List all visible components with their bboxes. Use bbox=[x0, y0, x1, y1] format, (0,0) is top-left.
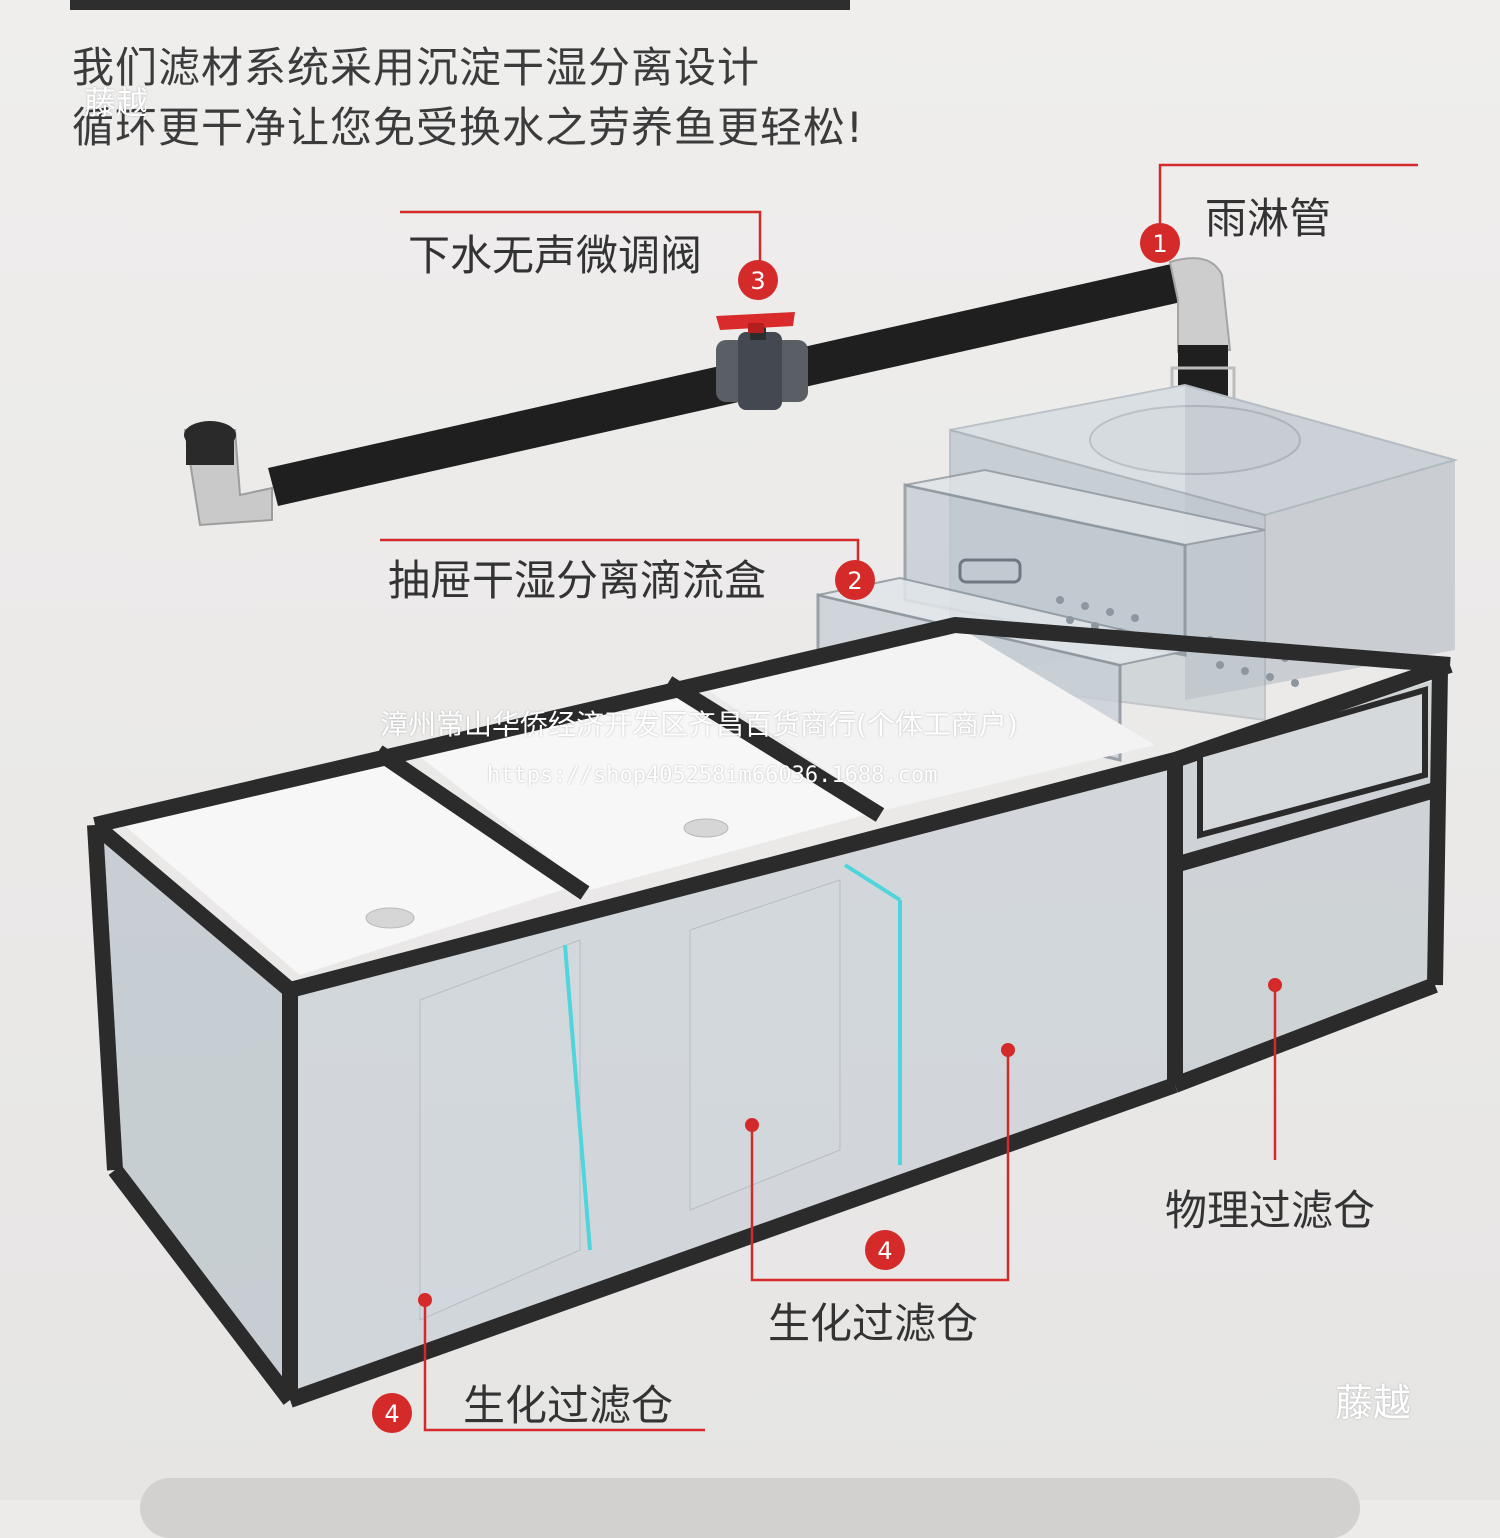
badge-1-number: 1 bbox=[1152, 230, 1167, 258]
badge-4-left-number: 4 bbox=[384, 1400, 399, 1428]
callout-dots bbox=[418, 978, 1282, 1307]
badge-4-middle: 4 bbox=[865, 1230, 905, 1270]
badge-2: 2 bbox=[835, 560, 875, 600]
valve bbox=[716, 312, 808, 410]
label-physical-filter: 物理过滤仓 bbox=[1165, 1186, 1376, 1235]
callout-lines bbox=[380, 163, 1418, 1432]
brand-watermark-bottom: 藤越 bbox=[1335, 1381, 1412, 1425]
sump-tank bbox=[87, 617, 1453, 1408]
label-silent-valve: 下水无声微调阀 bbox=[408, 231, 703, 280]
bottom-banner-edge bbox=[140, 1478, 1360, 1538]
intro-line-1: 我们滤材系统采用沉淀干湿分离设计 bbox=[72, 43, 761, 92]
badge-3-number: 3 bbox=[750, 267, 765, 295]
badge-3: 3 bbox=[738, 260, 778, 300]
cropped-headline bbox=[70, 0, 850, 10]
badge-1: 1 bbox=[1140, 223, 1180, 263]
shop-url-watermark: https://shop405258im66036.1688.com bbox=[487, 763, 938, 788]
brand-watermark-top: 藤越 bbox=[84, 84, 149, 122]
label-rain-pipe: 雨淋管 bbox=[1205, 194, 1332, 243]
badge-2-number: 2 bbox=[847, 567, 862, 595]
sump-tank-diagram: 1 3 2 4 4 bbox=[70, 0, 1459, 1433]
intro-line-2: 循环更干净让您免受换水之劳养鱼更轻松! bbox=[72, 103, 864, 152]
label-drawer-drip-box: 抽屉干湿分离滴流盒 bbox=[388, 556, 767, 605]
badge-4-middle-number: 4 bbox=[877, 1237, 892, 1265]
label-bio-filter-middle: 生化过滤仓 bbox=[768, 1299, 979, 1348]
label-bio-filter-left: 生化过滤仓 bbox=[463, 1381, 674, 1430]
shop-name-watermark: 漳州常山华侨经济开发区齐昌百货商行(个体工商户) bbox=[380, 708, 1018, 741]
badge-4-left: 4 bbox=[372, 1393, 412, 1433]
